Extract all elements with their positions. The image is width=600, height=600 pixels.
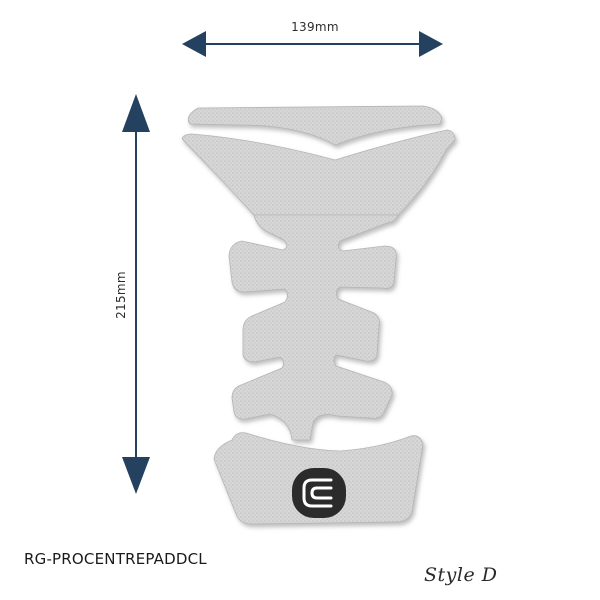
- pad-spine: [228, 214, 399, 441]
- width-arrow: [182, 31, 443, 57]
- height-arrow-bottom-head: [122, 457, 150, 494]
- e-logo-mark: [302, 478, 333, 508]
- e-logo-icon: [292, 468, 346, 518]
- style-label: Style D: [424, 564, 498, 586]
- height-arrow: [122, 94, 150, 494]
- width-arrow-right-head: [419, 31, 443, 57]
- width-arrow-left-head: [182, 31, 206, 57]
- height-dimension-label: 215mm: [114, 271, 128, 319]
- height-arrow-top-head: [122, 94, 150, 132]
- tank-pad: [181, 105, 456, 525]
- pad-chevron: [181, 129, 456, 216]
- product-code: RG-PROCENTREPADDCL: [24, 550, 207, 568]
- pad-top-arc: [187, 105, 443, 146]
- e-logo-badge-bg: [292, 468, 346, 518]
- width-dimension-label: 139mm: [291, 20, 339, 34]
